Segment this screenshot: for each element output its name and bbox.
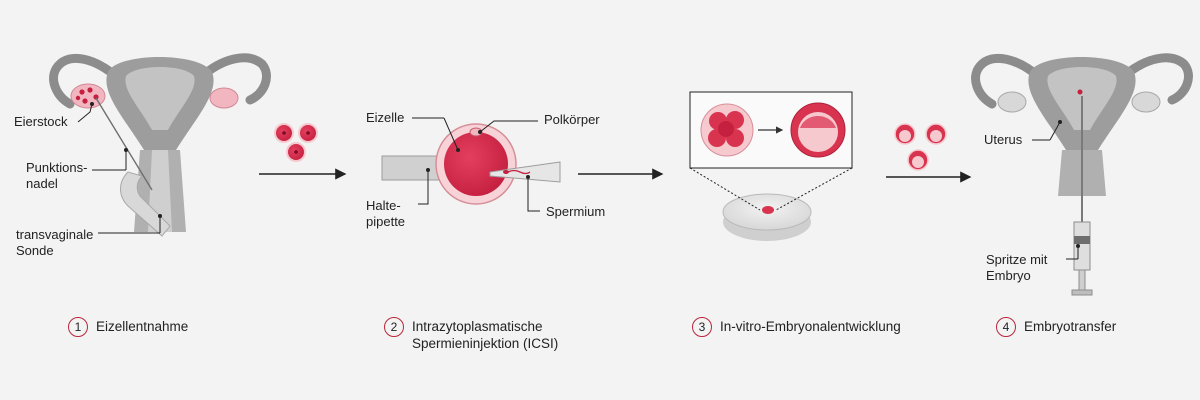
label-transvaginal-probe-line1: transvaginale [16, 227, 94, 242]
label-polar-body: Polkörper [544, 112, 600, 127]
step-number-badge: 3 [692, 317, 712, 337]
step-title-line2: Spermieninjektion (ICSI) [412, 336, 559, 351]
label-puncture-needle-line1: Punktions- [26, 160, 88, 175]
step-2-caption: 2 Intrazytoplasmatische Spermieninjektio… [384, 317, 559, 352]
step-1-caption: 1 Eizellentnahme [68, 317, 189, 337]
label-puncture-needle-line2: nadel [26, 176, 58, 191]
uterus-anatomy-1 [49, 53, 271, 237]
step-4-caption: 4 Embryotransfer [996, 317, 1117, 337]
label-holding-pipette-line2: pipette [366, 214, 406, 229]
label-ovary: Eierstock [14, 114, 68, 129]
step-number-badge: 4 [996, 317, 1016, 337]
icsi-illustration [381, 117, 561, 212]
label-transvaginal-probe-line2: Sonde [16, 243, 54, 258]
step-number-badge: 2 [384, 317, 404, 337]
uterus-anatomy-4 [971, 53, 1193, 296]
label-syringe-line2: Embryo [986, 268, 1031, 283]
label-holding-pipette-line1: Halte- [366, 198, 401, 213]
step-3-caption: 3 In-vitro-Embryonalentwicklung [692, 317, 901, 337]
egg-cells [274, 123, 318, 162]
label-uterus: Uterus [984, 132, 1023, 147]
label-egg-cell: Eizelle [366, 110, 405, 125]
step-title-line1: Embryotransfer [1024, 319, 1117, 334]
step-title-line1: In-vitro-Embryonalentwicklung [720, 319, 901, 334]
embryos [894, 123, 947, 171]
step-title-line1: Intrazytoplasmatische [412, 319, 543, 334]
embryo-development [689, 91, 853, 241]
label-syringe-line1: Spritze mit [986, 252, 1048, 267]
step-number-badge: 1 [68, 317, 88, 337]
label-sperm: Spermium [546, 204, 606, 219]
step-title-line1: Eizellentnahme [96, 319, 189, 334]
